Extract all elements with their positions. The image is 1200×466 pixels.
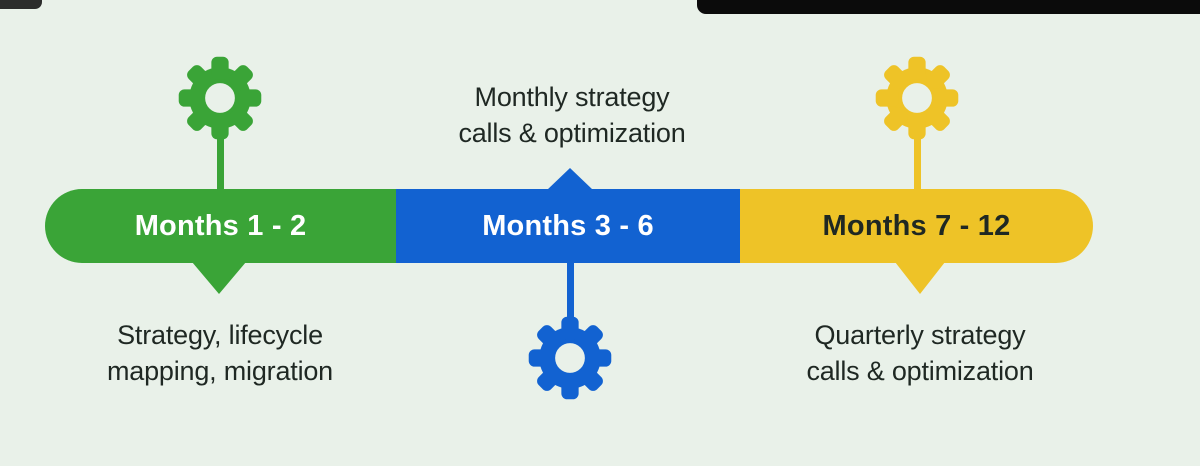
gear-icon <box>172 50 268 146</box>
segment-months-3-6: Months 3 - 6 <box>396 189 740 263</box>
segment-label: Months 1 - 2 <box>134 209 307 242</box>
callout-arrow-up <box>547 168 593 190</box>
annotation-line: calls & optimization <box>806 356 1034 386</box>
segment-label: Months 3 - 6 <box>482 209 654 242</box>
segment-label: Months 7 - 12 <box>822 209 1011 242</box>
segment-months-7-12: Months 7 - 12 <box>740 189 1093 263</box>
annotation-line: Quarterly strategy <box>814 320 1026 350</box>
callout-arrow-down <box>895 262 945 294</box>
annotation-line: Strategy, lifecycle <box>117 320 323 350</box>
callout-arrow-down <box>192 262 246 294</box>
annotation-line: calls & optimization <box>458 118 686 148</box>
annotation-months-1-2: Strategy, lifecycle mapping, migration <box>50 317 390 389</box>
top-left-overlay-bar <box>0 0 42 9</box>
gear-icon <box>869 50 965 146</box>
connector-line <box>914 136 921 190</box>
connector-line <box>567 263 574 319</box>
gear-icon <box>522 310 618 406</box>
connector-line <box>217 136 224 190</box>
segment-months-1-2: Months 1 - 2 <box>45 189 396 263</box>
annotation-months-7-12: Quarterly strategy calls & optimization <box>750 317 1090 389</box>
annotation-months-3-6: Monthly strategy calls & optimization <box>402 79 742 151</box>
annotation-line: Monthly strategy <box>474 82 670 112</box>
annotation-line: mapping, migration <box>106 356 334 386</box>
timeline-bar: Months 1 - 2 Months 3 - 6 Months 7 - 12 <box>45 189 1093 263</box>
top-right-overlay-bar <box>697 0 1200 14</box>
